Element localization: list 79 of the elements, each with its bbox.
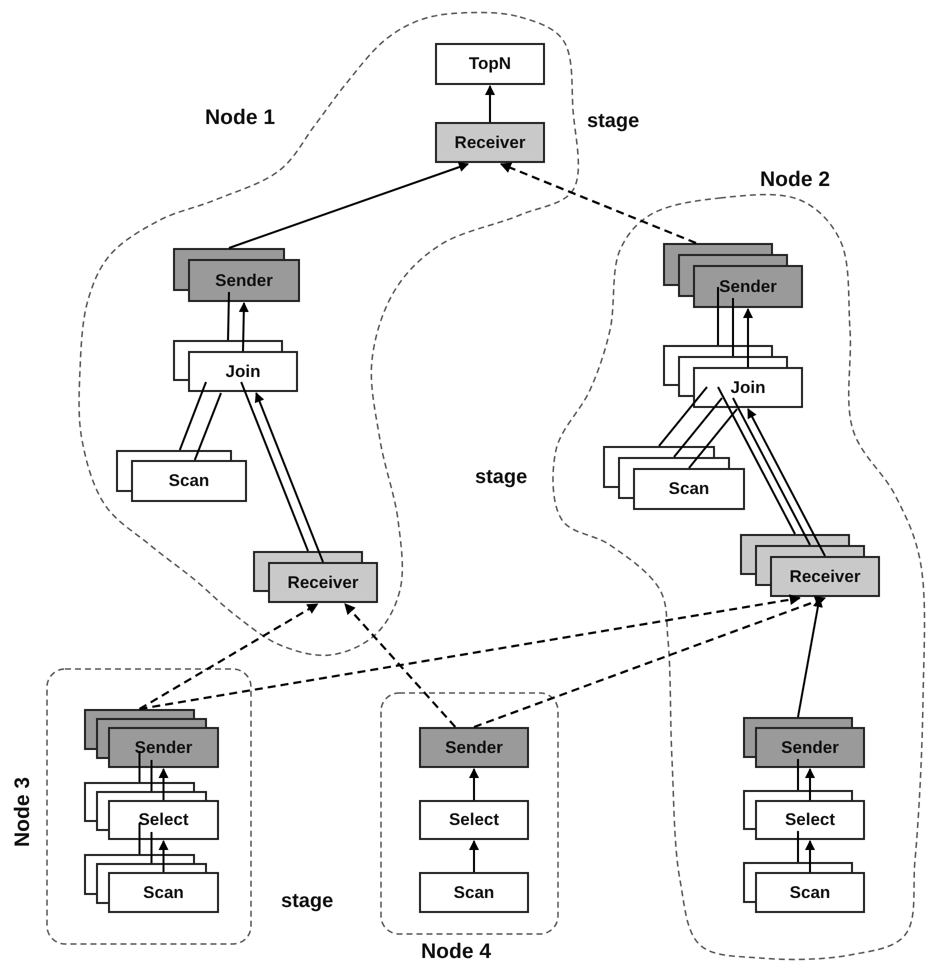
operator-box-stack (743, 790, 865, 840)
stage-label: stage (587, 110, 640, 133)
arrow (469, 768, 479, 800)
connector-line (673, 397, 723, 458)
operator-label: Sender (781, 738, 839, 758)
connector-line (138, 751, 140, 782)
operator-label: Select (138, 810, 189, 830)
operator-box (419, 727, 529, 768)
operator-box-stack (740, 534, 880, 597)
operator-box (435, 43, 545, 85)
connector-line (688, 408, 738, 469)
operator-box-stack (253, 551, 378, 603)
arrow (238, 302, 249, 352)
connector-line (178, 382, 207, 450)
connector-line (797, 759, 799, 790)
region-label: Node 3 (11, 777, 35, 847)
arrow (747, 408, 826, 556)
operator-label: Sender (445, 738, 503, 758)
operator-box-stack (743, 862, 865, 913)
operator-box-stack (663, 345, 803, 408)
connector-line (150, 760, 152, 791)
operator-box-stack (84, 709, 219, 768)
arrow (805, 840, 815, 872)
connector-line (150, 832, 152, 863)
operator-box-stack (84, 782, 219, 840)
dashed-arrow (474, 596, 826, 728)
dashed-arrow (139, 594, 801, 710)
operator-label: TopN (468, 54, 512, 74)
connector-line (138, 823, 140, 854)
operator-box-stack (743, 717, 865, 768)
operator-label: Join (226, 362, 260, 382)
dashed-arrow (138, 603, 318, 710)
operator-label: Join (730, 378, 766, 398)
connector-line (227, 292, 230, 340)
arrow (158, 768, 168, 800)
connector-line (732, 398, 811, 546)
arrow (485, 85, 495, 122)
stage-label: stage (281, 890, 334, 913)
operator-label: Scan (168, 471, 210, 491)
operator-box (419, 872, 529, 913)
connector-line (194, 392, 222, 460)
arrow (805, 768, 815, 800)
operator-label: Receiver (790, 566, 860, 586)
operator-label: Scan (668, 479, 710, 499)
operator-label: Sender (134, 738, 192, 758)
region-label: Node 2 (760, 168, 830, 192)
operator-label: Select (784, 810, 836, 830)
arrow (743, 308, 753, 367)
operator-label: Scan (790, 882, 830, 902)
operator-box-stack (663, 243, 803, 308)
connector-line (732, 298, 734, 356)
operator-box (435, 122, 545, 163)
connector-line (240, 382, 309, 552)
operator-box-stack (173, 340, 298, 392)
dashed-arrow (500, 162, 696, 244)
connector-line (717, 287, 719, 345)
operator-label: Sender (719, 276, 777, 296)
arrow (158, 840, 168, 872)
operator-box-stack (603, 446, 745, 510)
operator-label: Receiver (288, 572, 358, 592)
arrow (228, 162, 469, 249)
operator-label: Scan (143, 882, 184, 902)
region-label: Node 1 (205, 106, 276, 130)
stage-label: stage (475, 466, 528, 489)
arrow (254, 392, 324, 562)
operator-label: Scan (454, 882, 494, 902)
operator-label: Select (448, 810, 500, 830)
operator-label: Sender (215, 270, 273, 290)
operator-box (419, 800, 529, 840)
dashed-arrow (344, 603, 456, 728)
operator-box-stack (173, 248, 300, 302)
operator-box-stack (84, 854, 219, 913)
arrow (469, 840, 479, 872)
operator-box-stack (116, 450, 247, 502)
connector-line (658, 386, 708, 447)
connector-line (797, 831, 799, 862)
region-label: Node 4 (421, 940, 492, 964)
connector-line (717, 386, 796, 534)
operator-label: Receiver (454, 132, 526, 152)
